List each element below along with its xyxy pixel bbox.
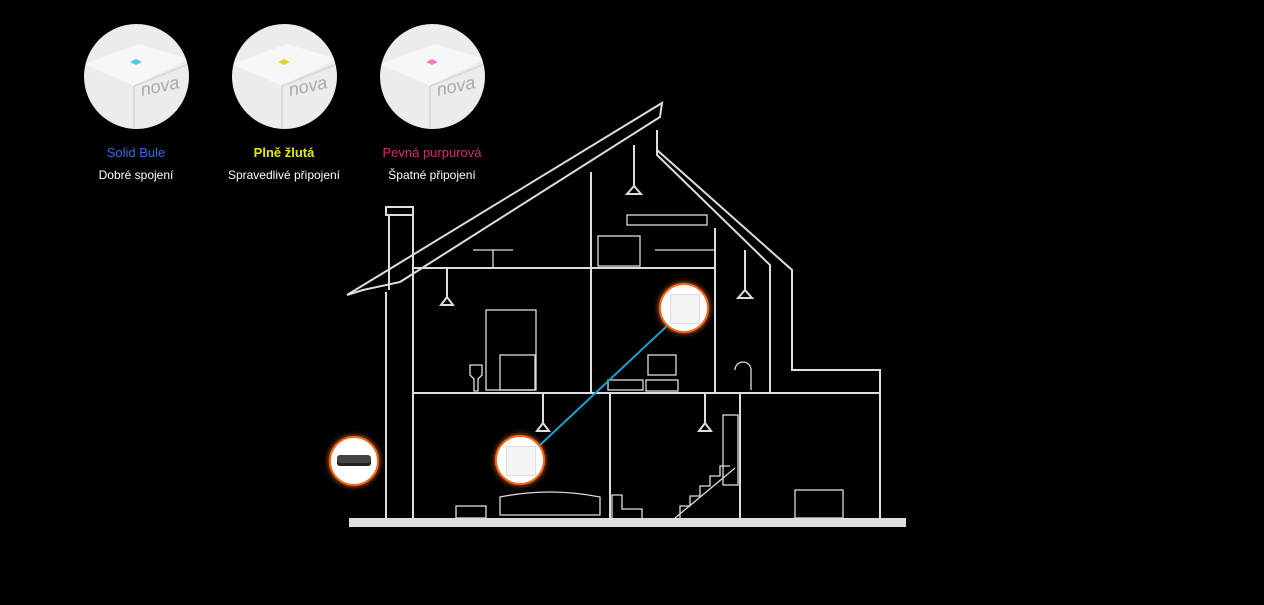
- nova-device-image: nova: [231, 24, 337, 129]
- legend-yellow: nova Plně žlutá Spravedlivé připojení: [209, 24, 359, 182]
- legend-blue: nova Solid Bule Dobré spojení: [61, 24, 211, 182]
- roof-left: [346, 101, 664, 296]
- router-bubble: [329, 436, 379, 486]
- lamp-icons: [439, 145, 755, 432]
- nova-node-bubble-1: [495, 435, 545, 485]
- ground: [349, 518, 906, 527]
- wireless-link-line: [539, 324, 669, 446]
- led-color-label: Plně žlutá: [253, 145, 315, 160]
- nova-device-image: nova: [83, 24, 189, 129]
- connection-quality-label: Spravedlivé připojení: [227, 168, 341, 182]
- nova-device-image: nova: [379, 24, 485, 129]
- led-color-label: Pevná purpurová: [382, 145, 482, 160]
- connection-quality-label: Špatné připojení: [388, 168, 476, 182]
- nova-node-icon: [506, 446, 536, 476]
- router-icon: [337, 455, 371, 466]
- led-color-label: Solid Bule: [106, 145, 166, 160]
- nova-node-bubble-2: [659, 283, 709, 333]
- furniture-icons: [455, 214, 844, 520]
- legend-pink: nova Pevná purpurová Špatné připojení: [357, 24, 507, 182]
- nova-node-icon: [670, 294, 700, 324]
- connection-quality-label: Dobré spojení: [98, 168, 174, 182]
